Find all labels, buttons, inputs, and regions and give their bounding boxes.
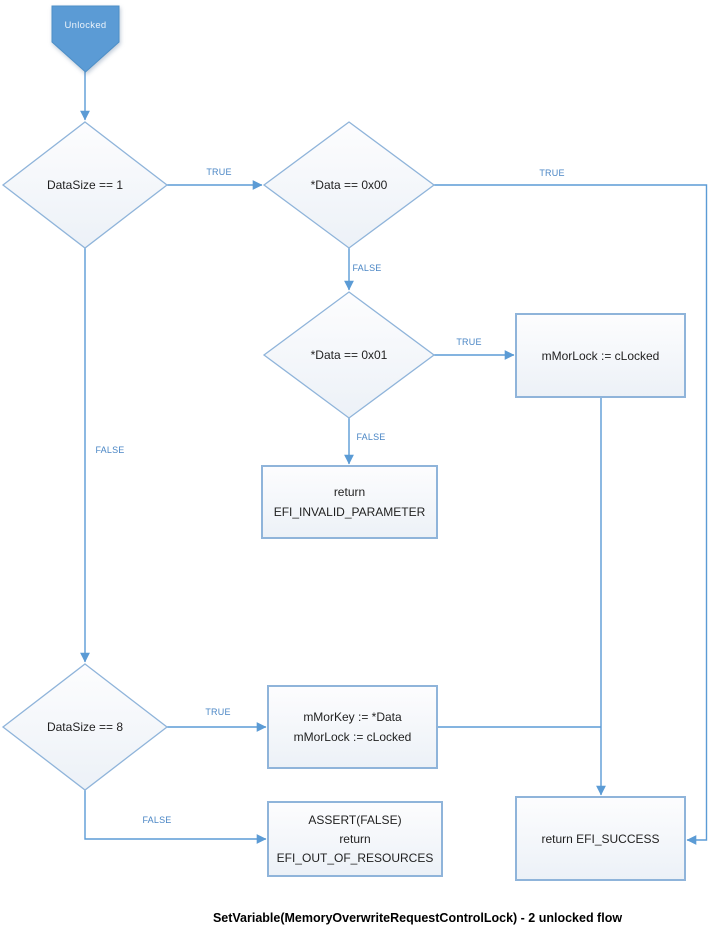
diagram-title: SetVariable(MemoryOverwriteRequestContro…: [212, 911, 623, 925]
decision-datasize1-shape: [1, 121, 169, 249]
process-assert-shape: [267, 801, 443, 877]
process-morlock-shape: [515, 313, 686, 398]
process-invalid-parameter-shape: [261, 465, 438, 539]
process-success-shape: [515, 796, 686, 881]
decision-data00-shape: [262, 121, 436, 249]
edge-datasize8-false-to-assert: [84, 790, 267, 844]
decision-data01-shape: [262, 291, 436, 419]
start-node-shape: [51, 5, 120, 73]
decision-datasize8-shape: [1, 663, 169, 791]
process-morkey-shape: [267, 685, 438, 769]
edge-data00-true-to-success: [434, 184, 708, 845]
